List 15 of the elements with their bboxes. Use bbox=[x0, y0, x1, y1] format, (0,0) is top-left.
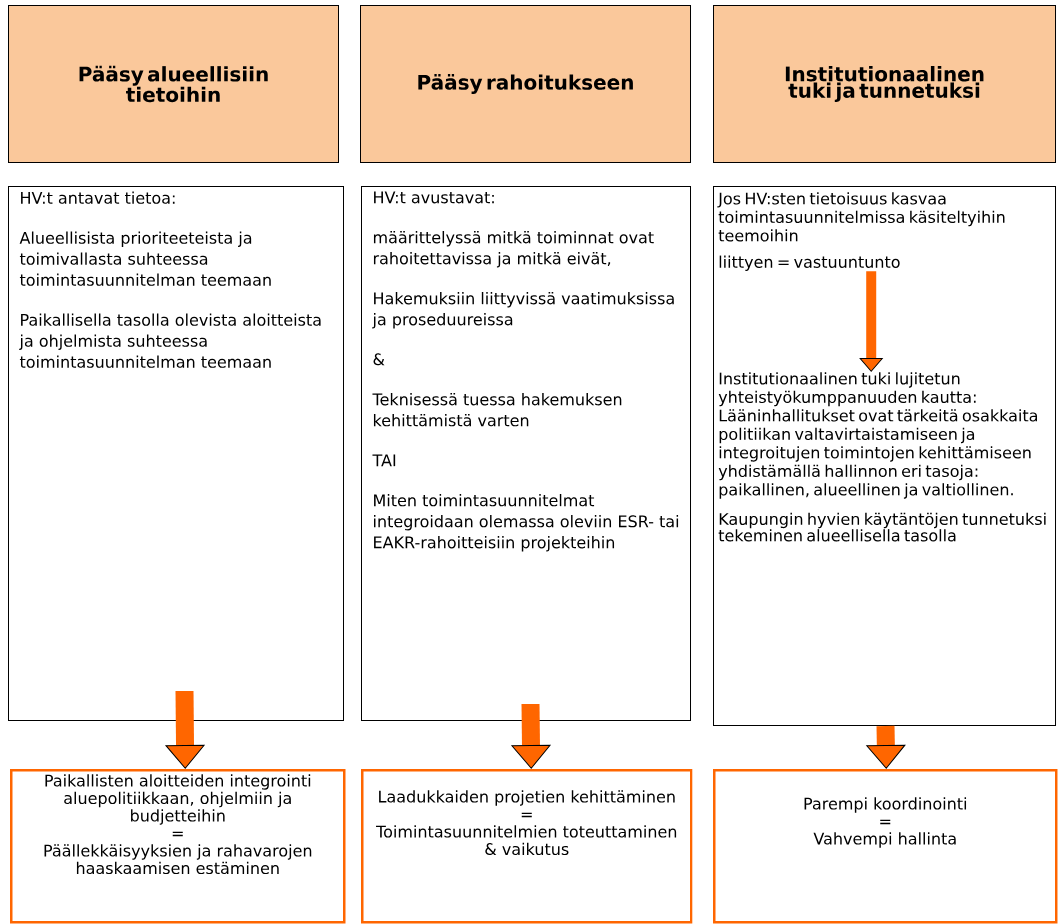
header-box: Pääsy alueellisiin tietoihin bbox=[8, 5, 339, 163]
paragraph-text: Jos HV:sten tietoisuus kasvaa toimintasuunnitelmissa käsiteltyihin teemoihin liittyen = vastuuntunto bbox=[717, 192, 1005, 272]
header-box: Institutionaalinen tuki ja tunnetuksi bbox=[713, 5, 1056, 163]
result-box: Parempi koordinointi = Vahvempi hallinta bbox=[713, 769, 1058, 924]
header-box: Pääsy rahoitukseen bbox=[360, 5, 691, 163]
content-box: HV:t antavat tietoa: Alueellisista prioriteeteista ja toimivallasta suhteessa toimintasuunnitelman teemaan Paikallisella tasolla olevista aloitteista ja ohjelmista suhteessa toimintasuunnitelman teemaan bbox=[8, 186, 344, 721]
arrow bbox=[859, 271, 883, 372]
result-box: Paikallisten aloitteiden integrointi aluepolitiikkaan, ohjelmiin ja budjetteihin = Päällekkäisyyksien ja rahavarojen haaskaamisen estäminen bbox=[10, 769, 346, 924]
arrow bbox=[866, 725, 906, 769]
arrow bbox=[165, 690, 205, 769]
content-box: HV:t avustavat: määrittelyssä mitkä toiminnat ovat rahoitettavissa ja mitkä eivät, Hakemuksiin liittyvissä vaatimuksissa ja proseduureissa & Teknisessä tuessa hakemuksen kehittämistä varten TAI Miten toimintasuunnitelmat integroidaan olemassa oleviin ESR- tai EAKR-rahoitteisiin projekteihin bbox=[361, 186, 691, 721]
result-box: Laadukkaiden projetien kehittäminen = Toimintasuunnitelmien toteuttaminen & vaikutus bbox=[361, 769, 693, 924]
paragraph-text: Institutionaalinen tuki lujitetun yhteistyökumppanuuden kautta: Lääninhallitukset ovat tärkeitä osakkaita politiikan valtavirtaistamiseen ja integroitujen toimintojen kehittämiseen yhdistämällä hallinnon eri tasoja: paikallinen, alueellinen ja valtiollinen. Kaupungin hyvien käytäntöjen tunnetuksi tekeminen alueellisella tasolla bbox=[718, 372, 1046, 542]
arrow bbox=[511, 703, 551, 769]
content-box bbox=[713, 186, 1056, 726]
